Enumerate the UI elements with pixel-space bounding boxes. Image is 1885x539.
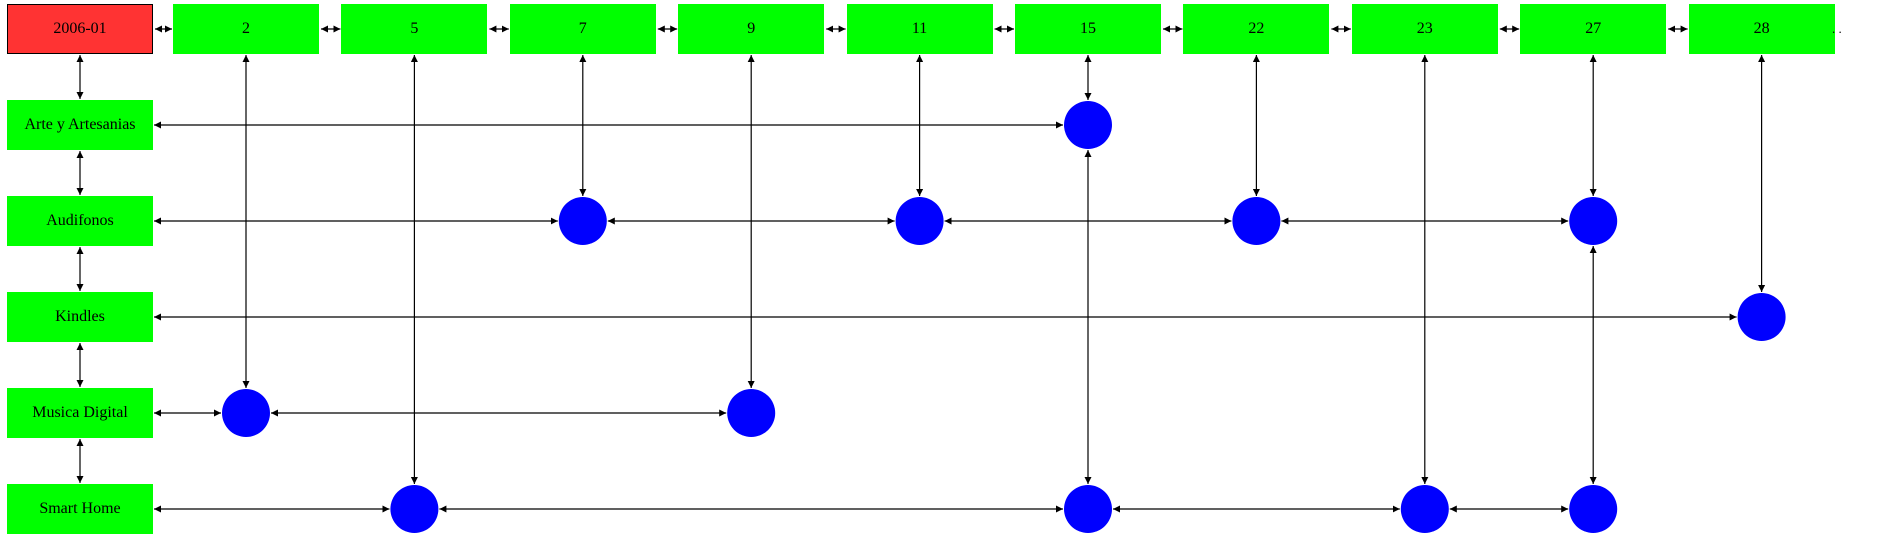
dot-smart-home-5 xyxy=(390,485,439,533)
dot-arte-y-artesanias-15 xyxy=(1064,101,1112,149)
column-box-9: 9 xyxy=(678,4,825,54)
dot-smart-home-15 xyxy=(1064,485,1112,533)
dot-audifonos-27 xyxy=(1569,197,1618,245)
dot-audifonos-11 xyxy=(895,197,944,245)
column-box-7: 7 xyxy=(509,4,656,54)
dot-smart-home-23 xyxy=(1400,485,1449,533)
title-box: 2006-01 xyxy=(7,4,153,54)
dot-kindles-28 xyxy=(1737,293,1786,341)
column-box-22: 22 xyxy=(1183,4,1330,54)
dot-smart-home-27 xyxy=(1569,485,1618,533)
row-box-arte-y-artesanias: Arte y Artesanias xyxy=(7,100,153,150)
dot-musica-digital-9 xyxy=(727,389,776,437)
row-box-musica-digital: Musica Digital xyxy=(7,388,153,438)
column-box-23: 23 xyxy=(1351,4,1498,54)
ellipsis-text: . . xyxy=(1832,21,1842,36)
column-box-5: 5 xyxy=(341,4,488,54)
row-box-audifonos: Audifonos xyxy=(7,196,153,246)
row-box-smart-home: Smart Home xyxy=(7,484,153,534)
column-box-28: 28 xyxy=(1688,4,1835,54)
column-box-2: 2 xyxy=(173,4,319,54)
column-box-15: 15 xyxy=(1015,4,1161,54)
dot-audifonos-22 xyxy=(1232,197,1281,245)
row-box-kindles: Kindles xyxy=(7,292,153,342)
dot-musica-digital-2 xyxy=(222,389,270,437)
column-box-27: 27 xyxy=(1520,4,1667,54)
dot-audifonos-7 xyxy=(558,197,607,245)
column-box-11: 11 xyxy=(846,4,993,54)
